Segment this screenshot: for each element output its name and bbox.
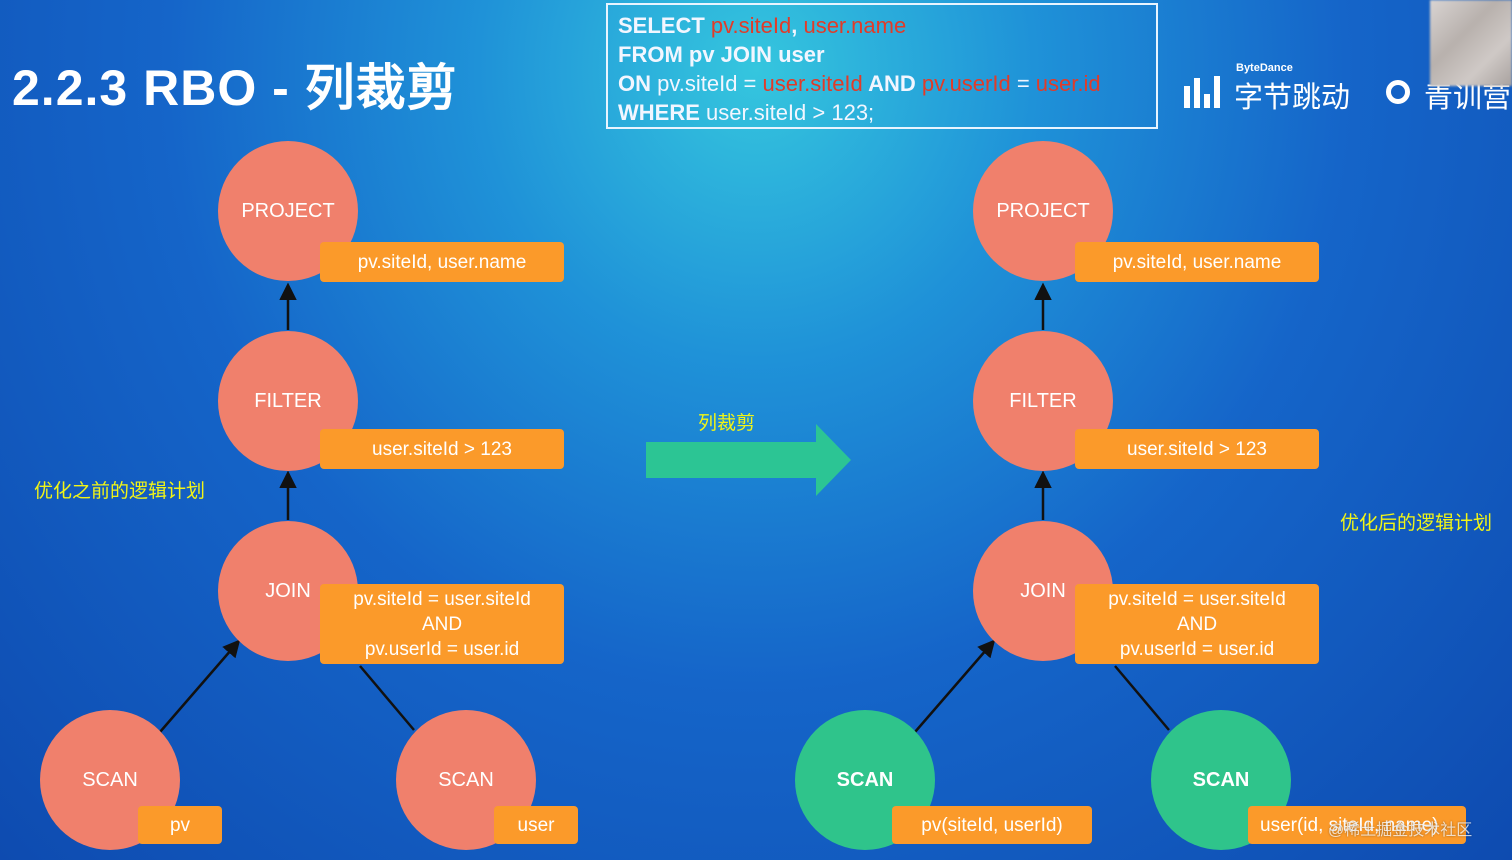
bytedance-small-text: ByteDance [1236,62,1293,74]
after-project-detail: pv.siteId, user.name [1075,242,1319,282]
before-join-cond-1: pv.siteId = user.siteId [353,588,531,610]
after-join-cond-2: pv.userId = user.id [1119,638,1275,660]
sql-where-keyword: WHERE [618,100,706,125]
camp-logo-icon [1386,80,1410,104]
sql-on-keyword: ON [618,71,658,96]
bytedance-main-text: 字节跳动 [1234,82,1351,114]
after-join-cond-1: pv.siteId = user.siteId [1108,588,1286,610]
sql-select-col-b: user.name [803,13,907,38]
before-plan-label: 优化之前的逻辑计划 [34,481,206,502]
edge-after-scan-left-join [914,639,996,733]
sql-line-2: FROM pv JOIN user [618,42,825,67]
camp-text: 青训营 [1424,82,1512,114]
after-scan-left-detail: pv(siteId, userId) [892,806,1092,844]
sql-query-box: SELECT pv.siteId, user.name FROM pv JOIN… [606,3,1158,129]
sql-on-eq: = [1010,71,1036,96]
before-scan-right-detail: user [494,806,578,844]
sql-and-keyword: AND [862,71,922,96]
watermark: @稀土掘金技术社区 [1328,822,1473,839]
bytedance-logo-icon [1184,76,1224,108]
sql-line-4: WHERE user.siteId > 123; [618,98,1146,127]
sql-where-cond: user.siteId > 123; [706,100,875,125]
before-project-detail: pv.siteId, user.name [320,242,564,282]
before-join-detail: pv.siteId = user.siteId AND pv.userId = … [320,584,564,664]
sql-line-3: ON pv.siteId = user.siteId AND pv.userId… [618,69,1146,98]
sql-on-d: user.id [1035,71,1101,96]
after-join-detail: pv.siteId = user.siteId AND pv.userId = … [1075,584,1319,664]
after-join-and: AND [1176,613,1218,635]
after-filter-detail: user.siteId > 123 [1075,429,1319,469]
sql-line-1: SELECT pv.siteId, user.name [618,11,1146,40]
before-join-cond-2: pv.userId = user.id [364,638,520,660]
after-plan-label: 优化后的逻辑计划 [1340,513,1493,534]
presenter-avatar [1430,0,1512,86]
after-scan-right-detail: user(id, siteId, name) [1248,806,1466,844]
sql-select-keyword: SELECT [618,13,711,38]
before-join-and: AND [421,613,463,635]
transform-arrow [646,424,851,496]
edge-after-scan-right-join [1114,665,1170,731]
before-filter-detail: user.siteId > 123 [320,429,564,469]
transform-label: 列裁剪 [698,413,756,434]
edge-before-scan-right-join [359,665,415,731]
edge-before-scan-left-join [159,639,241,733]
sql-select-sep: , [791,13,804,38]
sql-on-c: pv.userId [921,71,1011,96]
page-title: 2.2.3 RBO - 列裁剪 [12,60,458,116]
sql-on-a: pv.siteId = [657,71,763,96]
sql-select-col-a: pv.siteId [710,13,792,38]
sql-on-b: user.siteId [762,71,863,96]
before-scan-left-detail: pv [138,806,222,844]
